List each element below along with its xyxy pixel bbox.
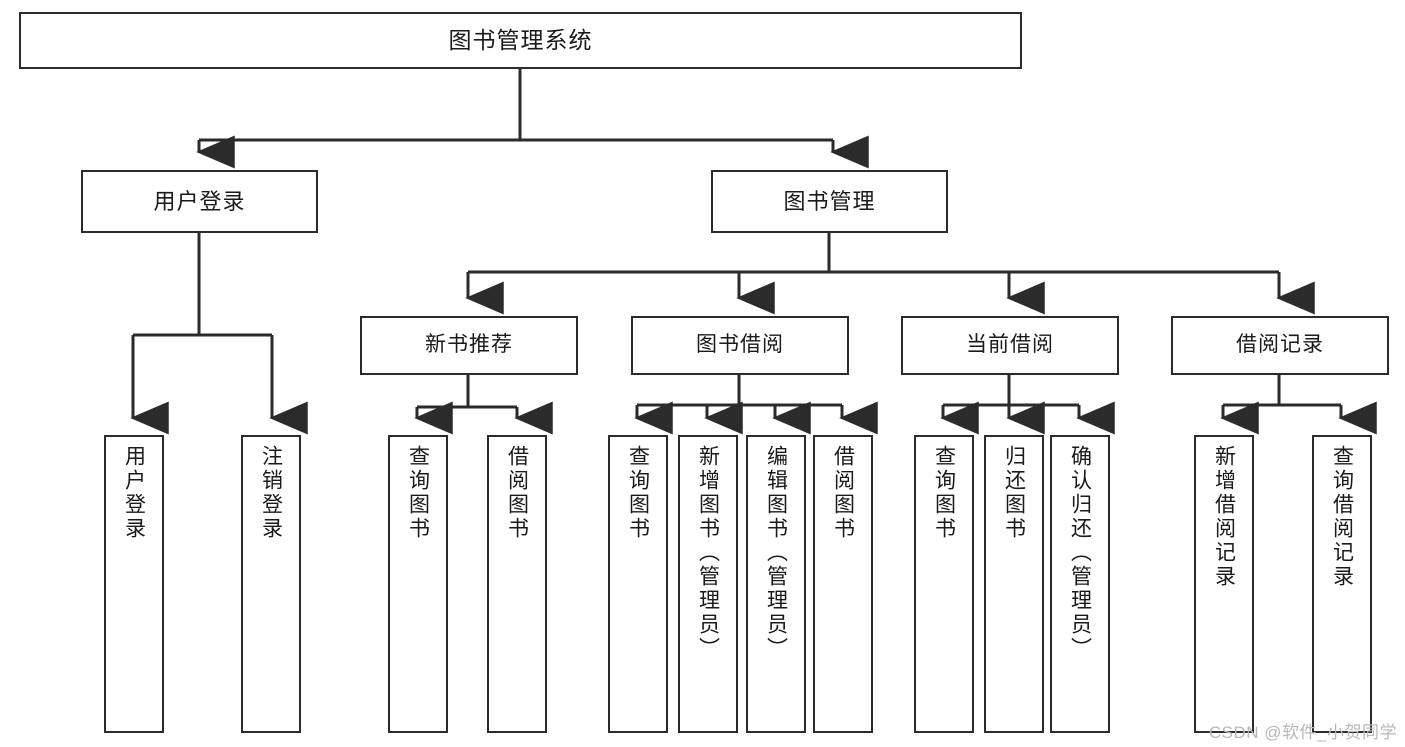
node-label: 注销登录 — [259, 445, 283, 541]
node-label: 用户登录 — [153, 188, 246, 214]
node-label: 新增图书（管理员） — [696, 445, 720, 661]
node-book-borrow[interactable]: 图书借阅 — [631, 316, 849, 375]
node-leaf-borrow-book[interactable]: 借阅图书 — [813, 435, 873, 733]
node-label: 归还图书 — [1002, 445, 1026, 541]
node-label: 编辑图书（管理员） — [764, 445, 788, 661]
node-label: 新增借阅记录 — [1212, 445, 1236, 589]
node-label: 确认归还（管理员） — [1068, 445, 1092, 661]
node-root-book-management-system[interactable]: 图书管理系统 — [19, 12, 1022, 69]
node-leaf-logout-login[interactable]: 注销登录 — [241, 435, 301, 733]
node-leaf-borrow-book-recommend[interactable]: 借阅图书 — [487, 435, 547, 733]
node-leaf-return-book[interactable]: 归还图书 — [984, 435, 1044, 733]
node-leaf-query-borrow-record[interactable]: 查询借阅记录 — [1312, 435, 1372, 733]
node-label: 查询图书 — [406, 445, 430, 541]
node-label: 图书借阅 — [696, 333, 784, 357]
node-label: 查询图书 — [626, 445, 650, 541]
node-new-book-recommend[interactable]: 新书推荐 — [360, 316, 578, 375]
node-leaf-query-book-current[interactable]: 查询图书 — [914, 435, 974, 733]
node-leaf-query-book-recommend[interactable]: 查询图书 — [388, 435, 448, 733]
node-leaf-confirm-return-admin[interactable]: 确认归还（管理员） — [1050, 435, 1110, 733]
node-leaf-query-book-borrow[interactable]: 查询图书 — [608, 435, 668, 733]
node-label: 图书管理 — [783, 188, 876, 214]
node-label: 借阅记录 — [1236, 333, 1324, 357]
node-label: 图书管理系统 — [448, 27, 593, 54]
node-label: 新书推荐 — [425, 333, 513, 357]
node-borrow-record[interactable]: 借阅记录 — [1171, 316, 1389, 375]
node-leaf-edit-book-admin[interactable]: 编辑图书（管理员） — [746, 435, 806, 733]
node-label: 查询图书 — [932, 445, 956, 541]
node-leaf-user-login[interactable]: 用户登录 — [104, 435, 164, 733]
node-label: 查询借阅记录 — [1330, 445, 1354, 589]
node-current-borrow[interactable]: 当前借阅 — [901, 316, 1119, 375]
node-label: 借阅图书 — [505, 445, 529, 541]
node-label: 用户登录 — [122, 445, 146, 541]
node-user-login[interactable]: 用户登录 — [81, 170, 318, 233]
watermark-text: CSDN @软件_小贺同学 — [1208, 723, 1397, 742]
node-leaf-add-borrow-record[interactable]: 新增借阅记录 — [1194, 435, 1254, 733]
node-label: 借阅图书 — [831, 445, 855, 541]
node-leaf-add-book-admin[interactable]: 新增图书（管理员） — [678, 435, 738, 733]
node-label: 当前借阅 — [966, 333, 1054, 357]
node-book-management[interactable]: 图书管理 — [711, 170, 948, 233]
